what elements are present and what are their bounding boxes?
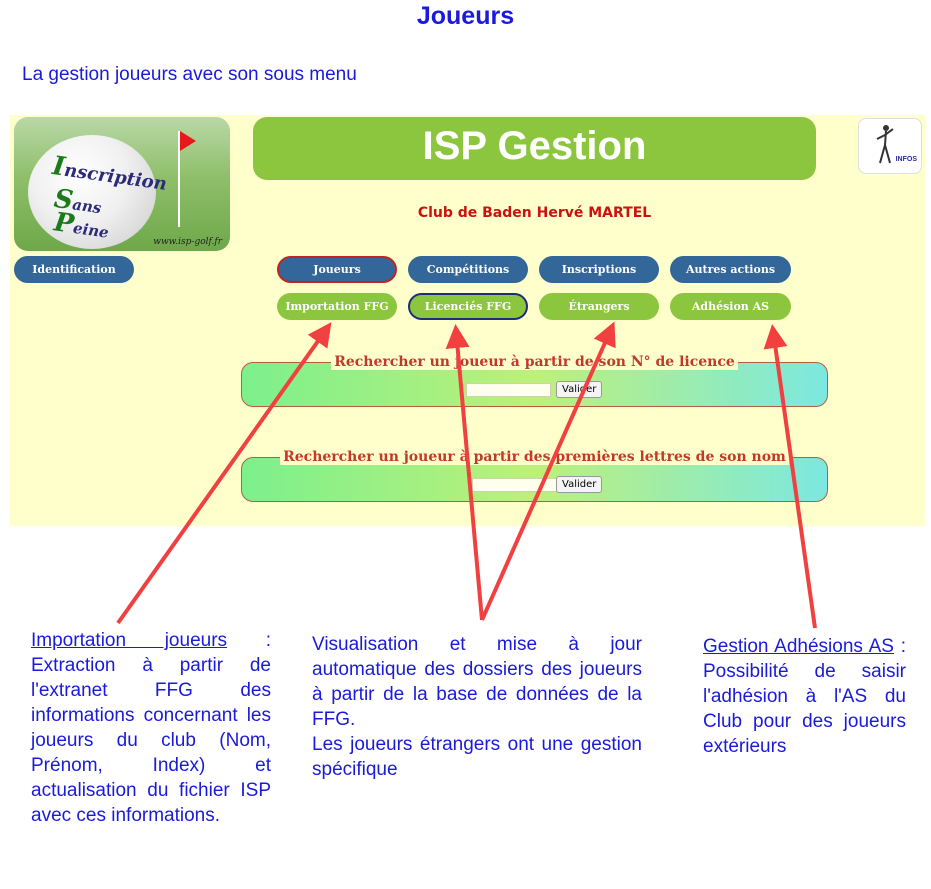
note-visualisation: Visualisation et mise à jour automatique… (312, 632, 642, 782)
menu-joueurs[interactable]: Joueurs (277, 256, 397, 283)
note-visualisation-p2: Les joueurs étrangers ont une gestion sp… (312, 734, 642, 780)
app-screenshot: Inscription Sans Peine www.isp-golf.fr I… (10, 115, 925, 526)
infos-button[interactable]: INFOS (858, 118, 922, 174)
note-importation-title: Importation joueurs (31, 630, 228, 651)
note-adhesions: Gestion Adhésions AS : Possibilité de sa… (703, 634, 906, 759)
golf-ball-image (28, 135, 156, 249)
note-importation-body: : Extraction à partir de l'extranet FFG … (31, 630, 271, 826)
submenu-licencies-ffg[interactable]: Licenciés FFG (408, 293, 528, 320)
menu-inscriptions[interactable]: Inscriptions (539, 256, 659, 283)
note-visualisation-p1: Visualisation et mise à jour automatique… (312, 634, 642, 730)
identification-button[interactable]: Identification (14, 256, 134, 283)
validate-licence-button[interactable]: Valider (556, 381, 603, 398)
submenu-adhesion-as[interactable]: Adhésion AS (670, 293, 791, 320)
search-name-legend: Rechercher un joueur à partir des premiè… (242, 449, 827, 465)
name-input[interactable] (472, 478, 557, 492)
menu-autres-actions[interactable]: Autres actions (670, 256, 791, 283)
flag-icon (180, 131, 196, 151)
search-licence-legend: Rechercher un joueur à partir de son N° … (242, 354, 827, 370)
validate-name-button[interactable]: Valider (556, 476, 603, 493)
search-name-panel: Rechercher un joueur à partir des premiè… (241, 449, 828, 502)
page-title: Joueurs (416, 2, 515, 30)
note-adhesions-title: Gestion Adhésions AS (703, 636, 894, 657)
menu-competitions[interactable]: Compétitions (408, 256, 528, 283)
infos-label: INFOS (895, 156, 917, 163)
search-licence-panel: Rechercher un joueur à partir de son N° … (241, 354, 828, 407)
licence-input[interactable] (466, 383, 551, 397)
submenu-etrangers[interactable]: Étrangers (539, 293, 659, 320)
note-adhesions-body: : Possibilité de saisir l'adhésion à l'A… (703, 636, 907, 757)
intro-text: La gestion joueurs avec son sous menu (22, 64, 357, 85)
logo-url: www.isp-golf.fr (153, 237, 222, 247)
submenu-importation-ffg[interactable]: Importation FFG (277, 293, 397, 320)
note-importation: Importation joueurs : Extraction à parti… (31, 628, 271, 828)
club-name: Club de Baden Hervé MARTEL (417, 205, 652, 221)
isp-logo: Inscription Sans Peine www.isp-golf.fr (14, 117, 230, 251)
app-banner-title: ISP Gestion (253, 117, 816, 180)
flag-pole (178, 131, 180, 227)
golfer-icon (876, 125, 894, 164)
